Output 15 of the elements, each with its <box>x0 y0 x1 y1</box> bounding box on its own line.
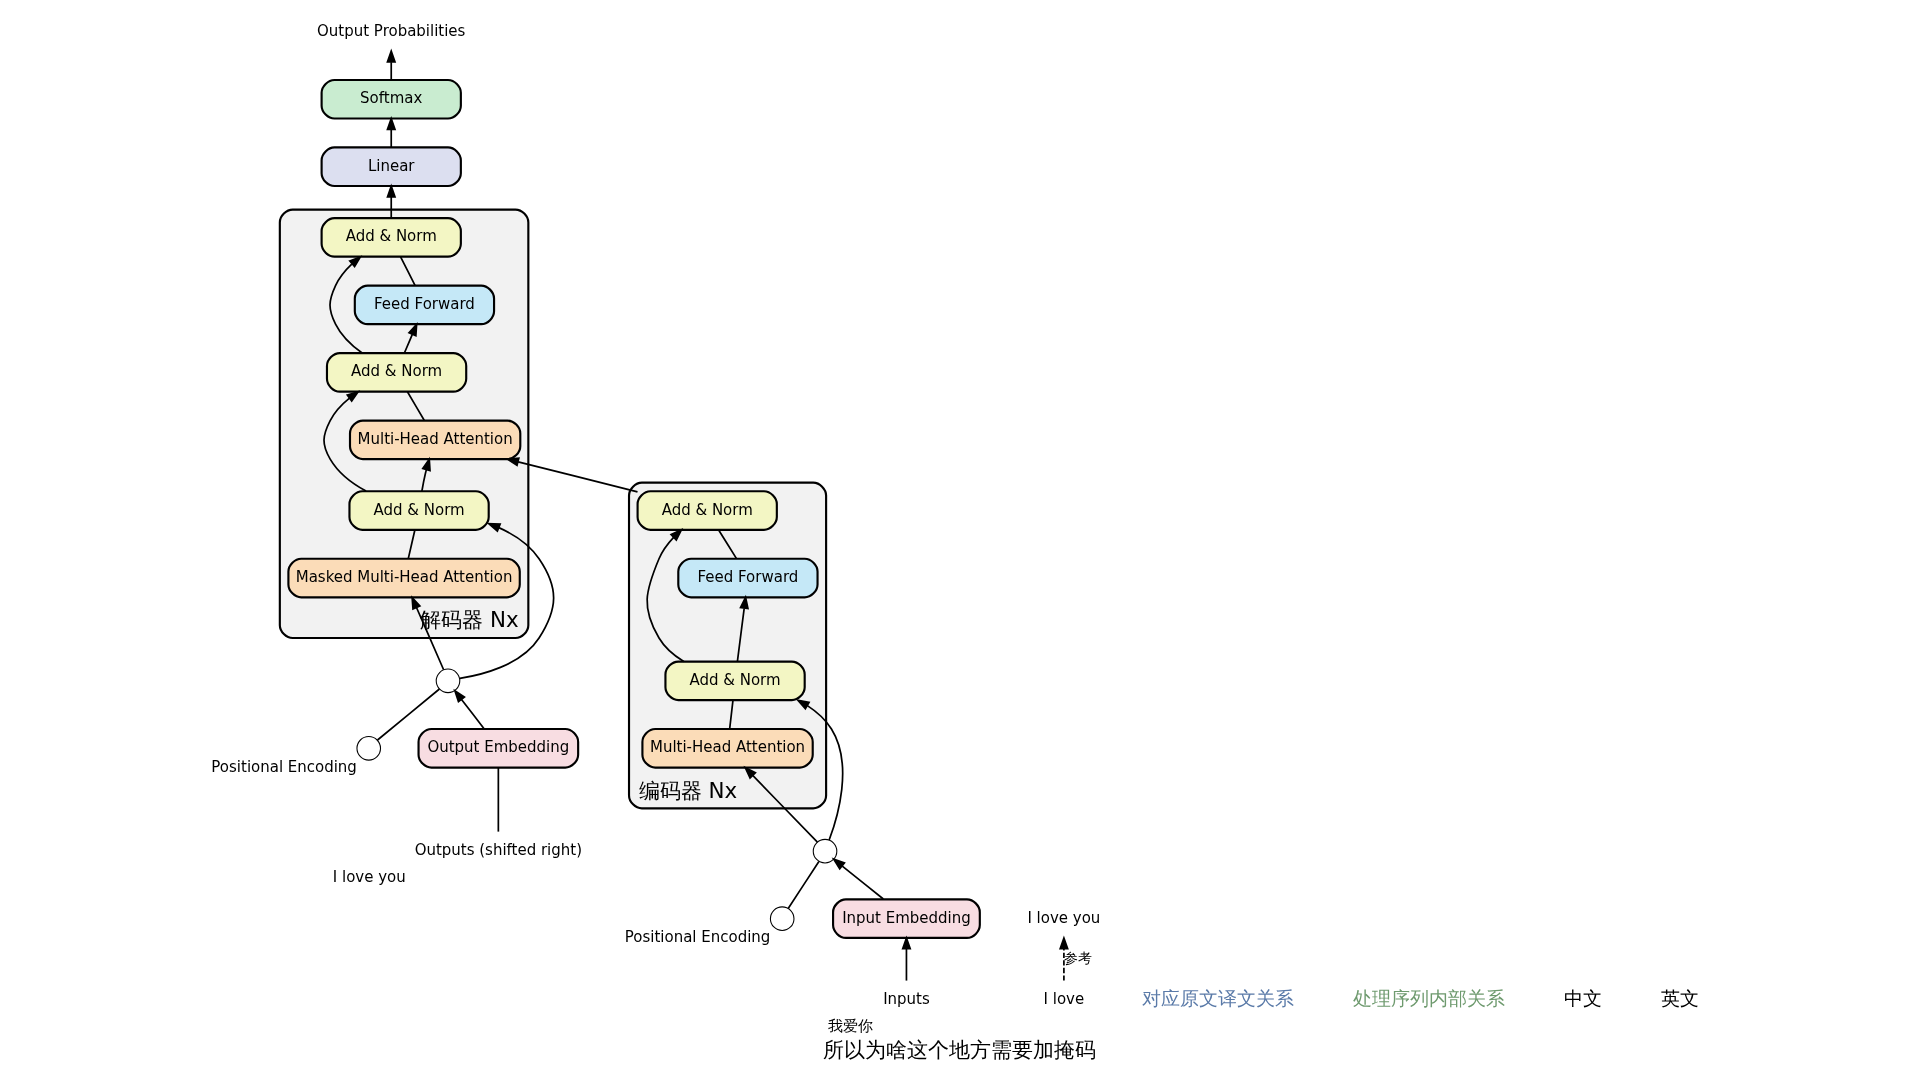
node-label: Positional Encoding <box>211 758 357 777</box>
label: 英文 <box>1660 986 1699 1010</box>
label: 处理序列内部关系 <box>1353 986 1506 1010</box>
node-label: I love you <box>332 868 406 887</box>
node-text: I love you <box>1027 908 1101 927</box>
label: 中文 <box>1564 986 1603 1010</box>
node-text: I love <box>1043 990 1085 1009</box>
edge-label: 参考 <box>1063 949 1092 966</box>
node-label: Positional Encoding <box>624 928 771 947</box>
node-text: Inputs <box>883 990 930 1009</box>
node-text: Output Probabilities <box>317 21 466 40</box>
node-text: Outputs (shifted right) <box>414 841 583 860</box>
node-label: 我爱你 <box>828 1017 874 1036</box>
label: 对应原文译文关系 <box>1142 986 1295 1010</box>
caption: 所以为啥这个地方需要加掩码 <box>823 1036 1097 1062</box>
